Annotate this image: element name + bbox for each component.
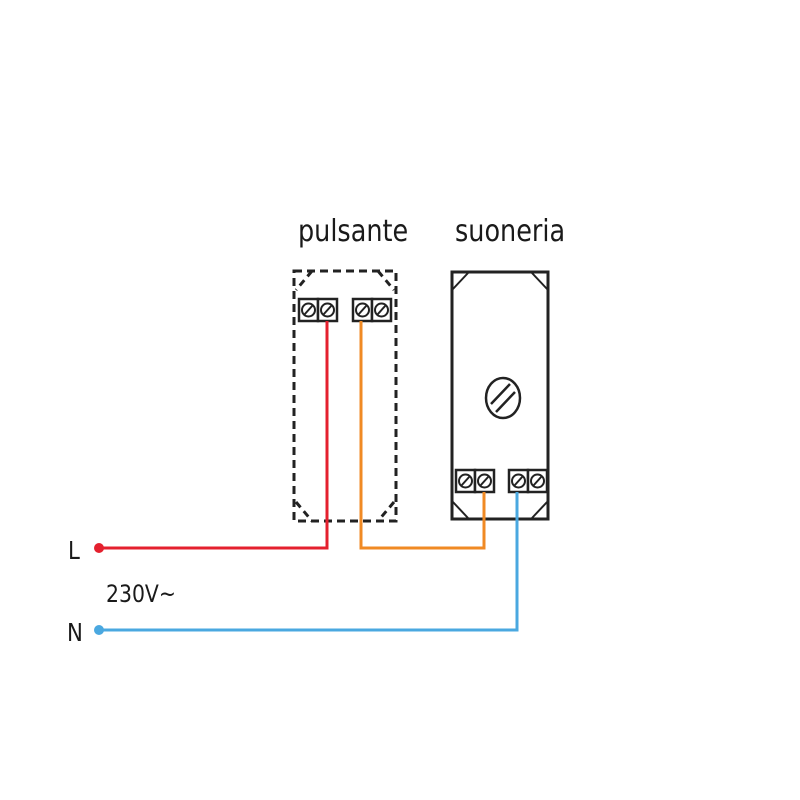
switch-box: [292, 269, 398, 523]
screw-terminal-icon: [370, 297, 393, 323]
terminals: [297, 297, 549, 494]
neutral-wire: [100, 492, 519, 632]
bell-label: suoneria: [455, 214, 566, 249]
screw-terminal-icon: [454, 468, 477, 494]
line-wire: [100, 321, 329, 550]
bell-center-screw-icon: [484, 376, 522, 420]
line-label: L: [68, 536, 80, 565]
screw-terminal-icon: [473, 468, 496, 494]
screw-terminal-icon: [297, 297, 320, 323]
bell-box: [450, 270, 550, 521]
screw-terminal-icon: [507, 468, 530, 494]
line-terminal-dot: [94, 543, 104, 553]
screw-terminal-icon: [351, 297, 374, 323]
voltage-label: 230V~: [106, 580, 176, 608]
screw-terminal-icon: [316, 297, 339, 323]
switched-wire: [359, 321, 486, 550]
neutral-label: N: [67, 618, 83, 647]
neutral-terminal-dot: [94, 625, 104, 635]
screw-terminal-icon: [526, 468, 549, 494]
switch-label: pulsante: [298, 214, 409, 249]
